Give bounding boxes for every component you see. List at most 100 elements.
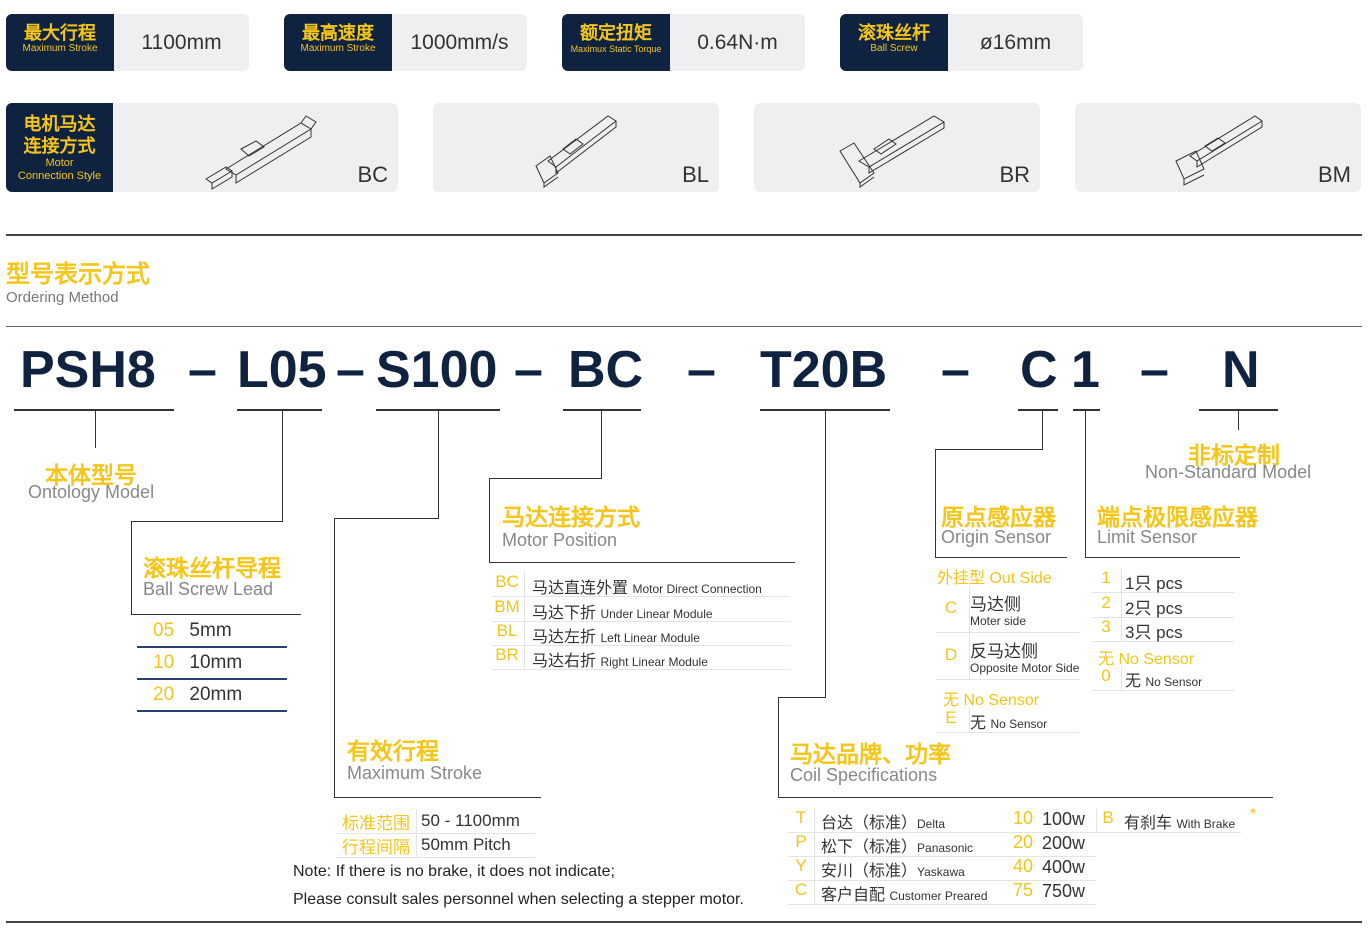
underline xyxy=(14,409,174,411)
stroke-title: 有效行程 xyxy=(347,738,439,764)
motor-style-code: BR xyxy=(999,162,1030,187)
motor-position-title: 马达连接方式 xyxy=(502,504,640,530)
limit-subtitle: Limit Sensor xyxy=(1097,527,1198,547)
section-title: 型号表示方式 xyxy=(6,261,150,288)
brake-asterisk: * xyxy=(1250,806,1257,823)
table-row: BR 马达右折 Right Linear Module xyxy=(492,645,790,670)
note-line-2: Please consult sales personnel when sele… xyxy=(293,891,744,908)
model-part-stroke: S100 xyxy=(376,341,498,399)
model-dash: – xyxy=(941,341,970,399)
row-value: 5mm xyxy=(189,620,232,641)
motor-style-code: BM xyxy=(1318,162,1351,187)
table-row: 05 5mm xyxy=(137,620,287,648)
label-cn-2: 连接方式 xyxy=(23,136,96,156)
model-dash: – xyxy=(336,341,365,399)
motor-style-code: BC xyxy=(357,162,388,187)
model-part-lead: L05 xyxy=(237,341,327,399)
coil-subtitle: Coil Specifications xyxy=(790,765,938,785)
group-label: 无 No Sensor xyxy=(943,692,1040,709)
ontology-subtitle: Ontology Model xyxy=(28,482,155,502)
motor-position-subtitle: Motor Position xyxy=(502,530,618,550)
group-label: 外挂型 Out Side xyxy=(937,570,1052,587)
row-value: 50mm Pitch xyxy=(421,835,511,854)
module-br-icon xyxy=(839,115,945,188)
underline xyxy=(1018,409,1058,411)
motor-style-bc: 电机马达 连接方式 Motor Connection Style BC xyxy=(6,103,398,192)
row-value: 10mm xyxy=(189,652,243,673)
note-line-1: Note: If there is no brake, it does not … xyxy=(293,863,615,880)
divider xyxy=(6,921,1362,923)
motor-style-bl: BL xyxy=(433,103,719,192)
label-en-2: Connection Style xyxy=(17,170,102,182)
row-value: 马达右折 Right Linear Module xyxy=(532,653,708,670)
model-part-body: PSH8 xyxy=(20,341,156,399)
model-part-origin: C xyxy=(1020,341,1058,399)
row-key: BR xyxy=(495,645,519,664)
row-key: BL xyxy=(496,621,518,640)
spec-label: 额定扭矩 xyxy=(580,23,652,43)
nonstd-title: 非标定制 xyxy=(1188,442,1280,468)
spec-value: 0.64N·m xyxy=(697,31,778,54)
row-key: 行程间隔 xyxy=(342,838,410,857)
underline xyxy=(237,409,322,411)
divider xyxy=(6,234,1362,236)
model-part-nonstd: N xyxy=(1222,341,1260,399)
row-value: 马达下折 Under Linear Module xyxy=(532,605,713,622)
row-value: 50 - 1100mm xyxy=(421,811,520,830)
label-en-1: Motor xyxy=(45,157,74,169)
spec-label-en: Maximum Stroke xyxy=(300,43,376,54)
row-value: 马达左折 Left Linear Module xyxy=(532,629,700,646)
coil-title: 马达品牌、功率 xyxy=(790,741,951,767)
table-row: BM 马达下折 Under Linear Module xyxy=(492,597,790,622)
spec-label: 滚珠丝杆 xyxy=(858,23,930,43)
label-cn-1: 电机马达 xyxy=(23,114,96,134)
section-subtitle: Ordering Method xyxy=(6,289,119,306)
spec-label: 最高速度 xyxy=(302,23,374,43)
spec-label-en: Maximux Static Torque xyxy=(570,44,662,54)
ontology-title: 本体型号 xyxy=(45,462,137,488)
spec-label: 最大行程 xyxy=(24,23,96,43)
model-dash: – xyxy=(1140,341,1169,399)
divider xyxy=(6,326,1362,327)
model-part-coil: T20B xyxy=(760,341,888,399)
module-bc-icon xyxy=(205,115,317,190)
spec-value: 1000mm/s xyxy=(410,31,509,54)
spec-label-en: Maximum Stroke xyxy=(22,43,98,54)
row-key: BM xyxy=(494,597,520,616)
lead-subtitle: Ball Screw Lead xyxy=(143,579,274,599)
lead-title: 滚珠丝杆导程 xyxy=(143,555,281,581)
spec-value: ø16mm xyxy=(979,31,1052,54)
limit-title: 端点极限感应器 xyxy=(1097,504,1258,530)
underline xyxy=(1073,409,1100,411)
underline xyxy=(563,409,641,411)
group-label: 无 No Sensor xyxy=(1098,651,1195,668)
model-part-motor: BC xyxy=(568,341,644,399)
row-key: 05 xyxy=(153,620,175,641)
table-row: 标准范围 50 - 1100mm xyxy=(336,809,535,834)
origin-title: 原点感应器 xyxy=(941,504,1056,530)
motor-style-code: BL xyxy=(682,162,709,187)
table-row: 10 10mm xyxy=(137,652,287,680)
row-key: 20 xyxy=(153,684,175,705)
model-dash: – xyxy=(687,341,716,399)
motor-style-label: 电机马达 连接方式 Motor Connection Style xyxy=(6,103,113,192)
row-value: 马达直连外置 Motor Direct Connection xyxy=(532,580,762,597)
model-part-limit: 1 xyxy=(1071,341,1100,399)
row-key: 标准范围 xyxy=(342,814,410,833)
